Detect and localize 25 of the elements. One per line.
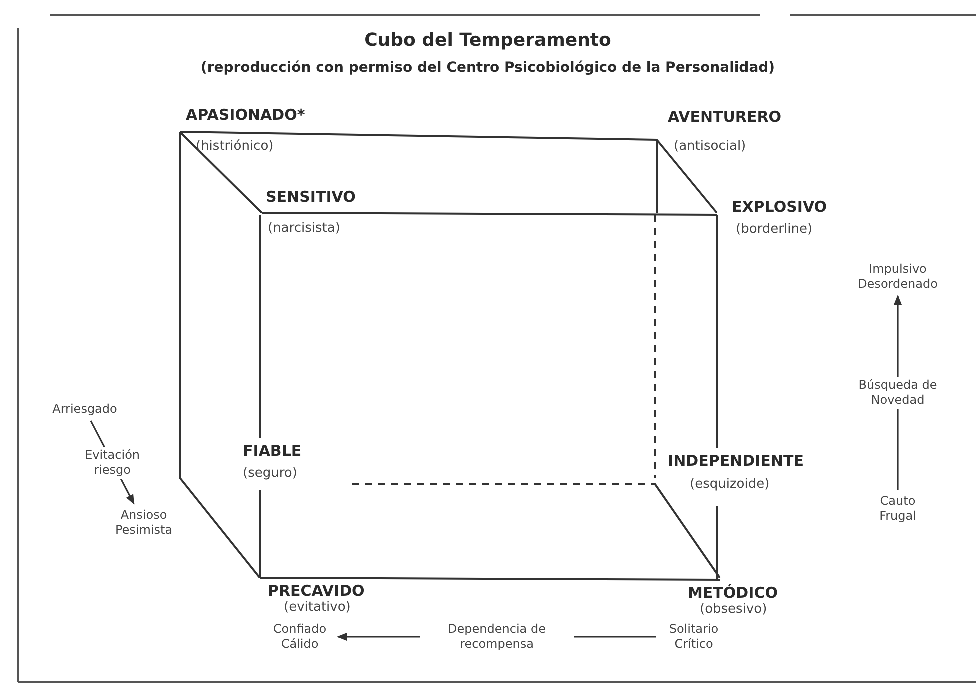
pole-label: Ansioso Pesimista [106, 508, 182, 538]
disorder-label: (evitativo) [284, 600, 351, 615]
pole-label: Arriesgado [38, 402, 132, 417]
disorder-label: (borderline) [736, 222, 813, 237]
disorder-label: (histriónico) [196, 139, 274, 154]
temperament-label: INDEPENDIENTE [668, 452, 804, 470]
temperament-label: FIABLE [243, 442, 302, 460]
disorder-label: (antisocial) [674, 139, 746, 154]
disorder-label: (esquizoide) [690, 477, 770, 492]
temperament-label: PRECAVIDO [268, 582, 365, 600]
pole-label: Confiado Cálido [266, 622, 334, 652]
disorder-label: (narcisista) [268, 221, 340, 236]
temperament-label: METÓDICO [688, 584, 778, 602]
temperament-label: EXPLOSIVO [732, 198, 828, 216]
title: Cubo del Temperamento [364, 30, 612, 51]
subtitle: (reproducción con permiso del Centro Psicobiológico de la Personalidad) [200, 60, 776, 76]
disorder-label: (obsesivo) [700, 602, 768, 617]
disorder-label: (seguro) [243, 466, 298, 481]
temperament-label: APASIONADO* [186, 106, 306, 124]
pole-label: Solitario Crítico [660, 622, 728, 652]
pole-label: Cauto Frugal [864, 494, 932, 524]
temperament-label: SENSITIVO [266, 188, 356, 206]
pole-label: Impulsivo Desordenado [850, 262, 946, 292]
temperament-label: AVENTURERO [668, 108, 782, 126]
edge-label: Dependencia de recompensa [420, 621, 574, 653]
